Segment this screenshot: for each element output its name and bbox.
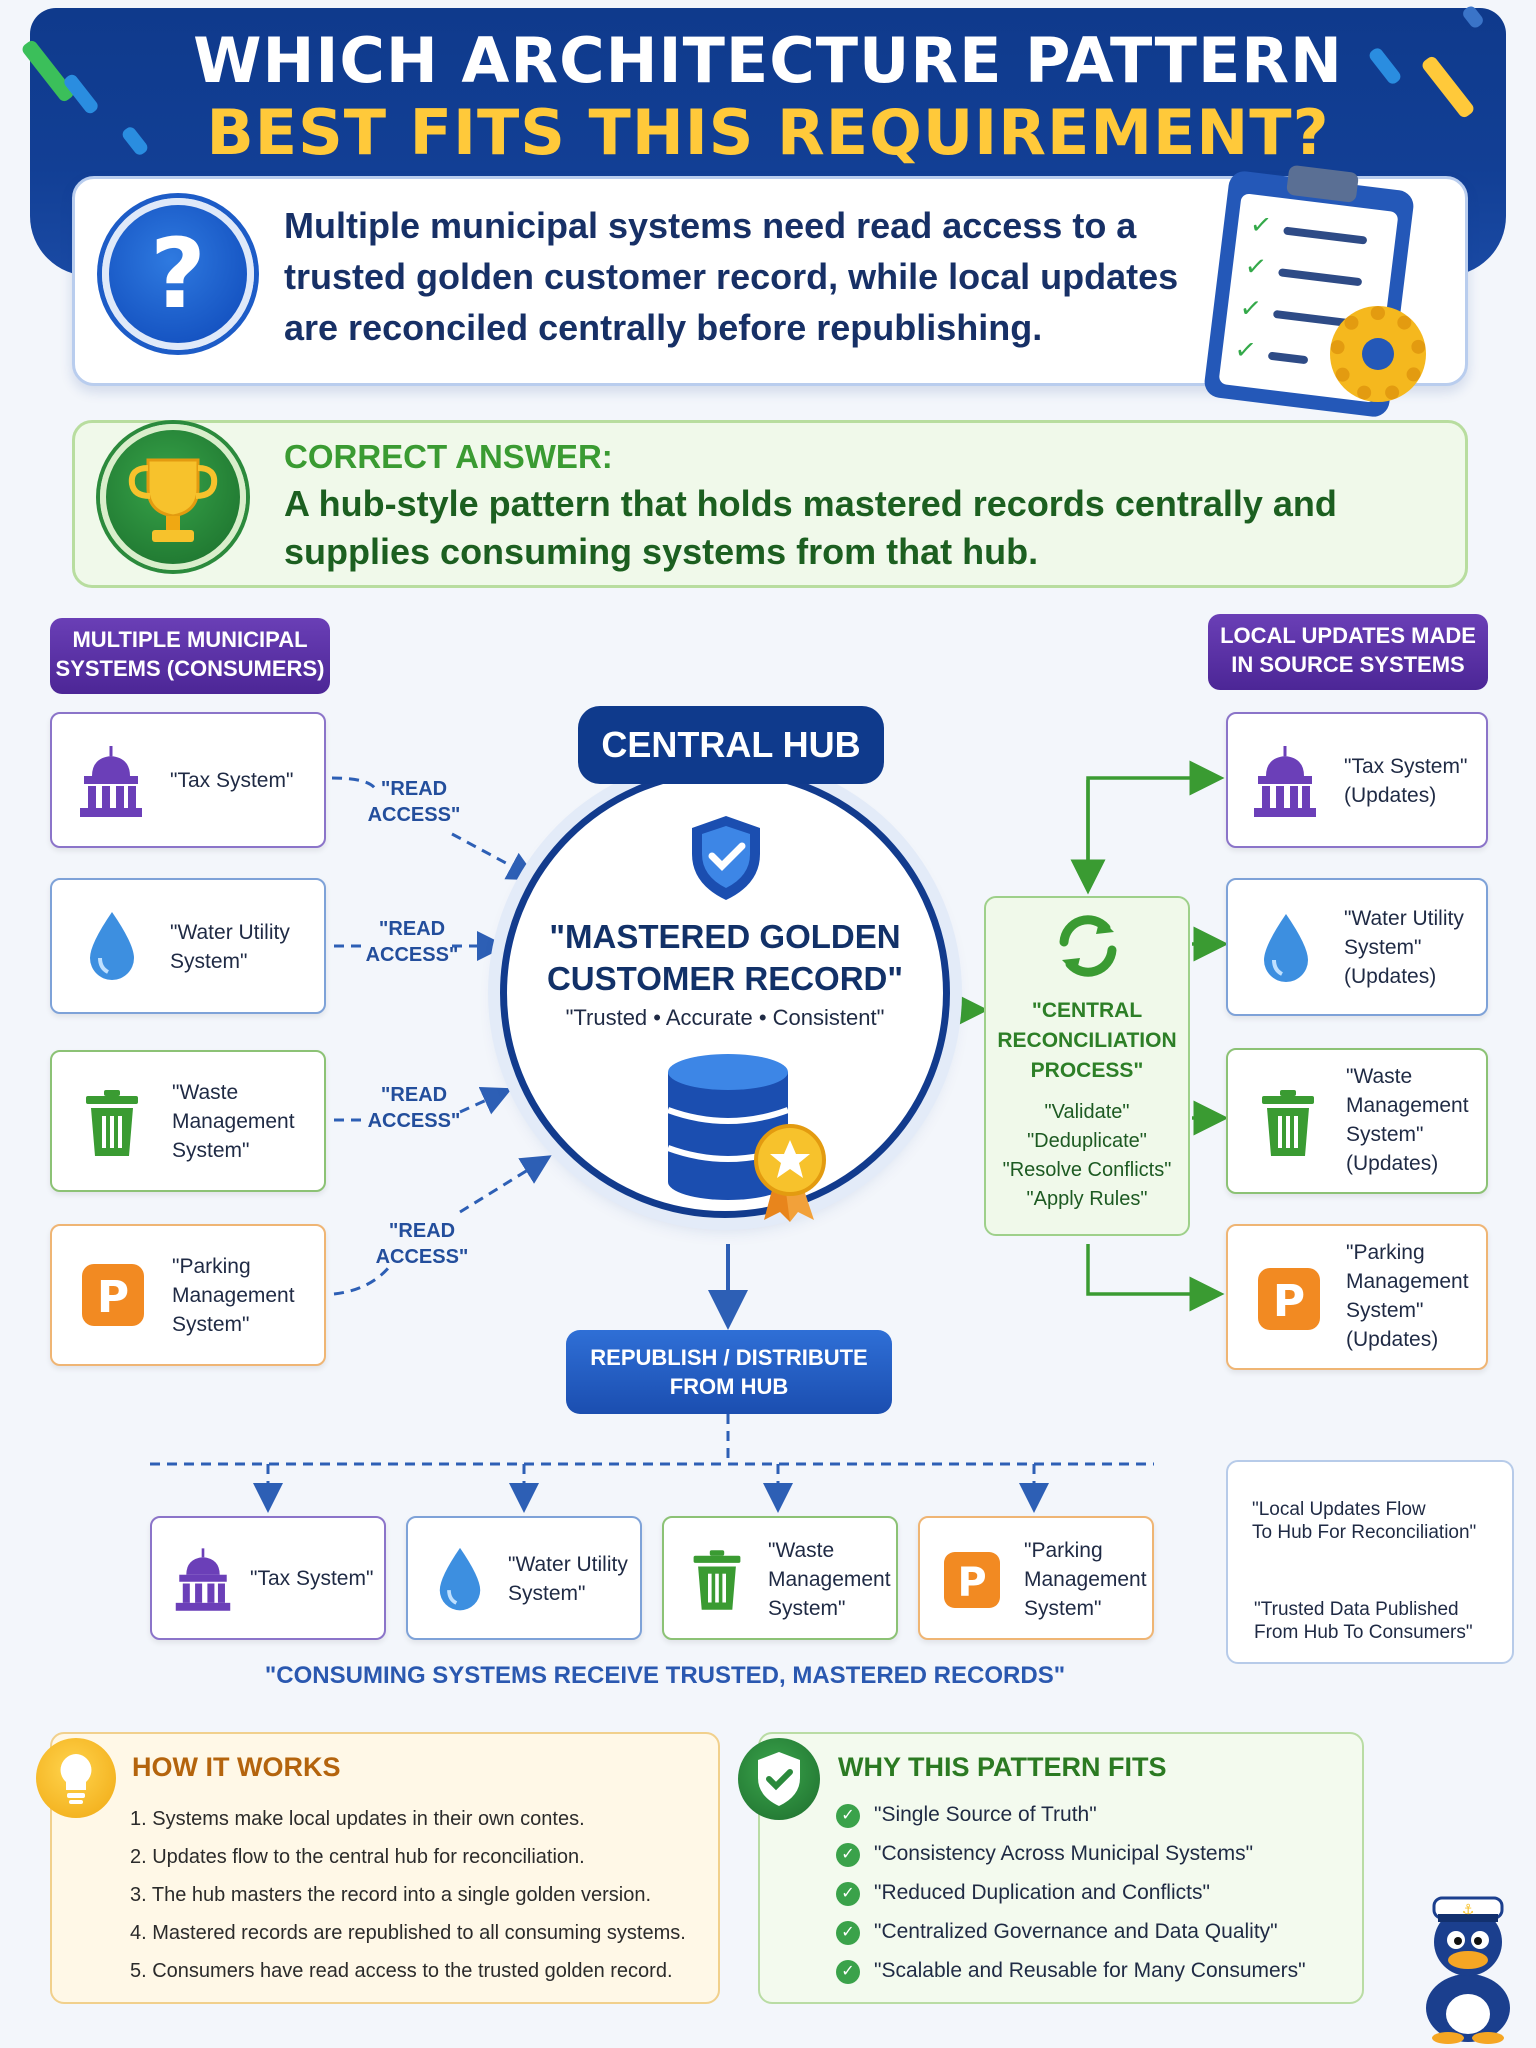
shield-check-icon [738, 1738, 820, 1820]
parking-icon: P [82, 1264, 144, 1326]
parking-icon: P [944, 1552, 1000, 1608]
answer-card [72, 420, 1468, 588]
how-it-works-heading: HOW IT WORKS [132, 1752, 341, 1782]
parking-icon: P [1258, 1268, 1320, 1330]
title-line-2: BEST FITS THIS REQUIREMENT? [206, 96, 1330, 169]
consumer-card-water: "Water Utility System" [50, 878, 326, 1014]
question-text: Multiple municipal systems need read acc… [284, 205, 1179, 348]
source-card-water: "Water Utility System" (Updates) [1226, 878, 1488, 1016]
source-label: "Tax System" (Updates) [1344, 755, 1468, 807]
water-drop-icon [439, 1547, 481, 1611]
svg-text:P: P [97, 1272, 129, 1323]
how-step: 4. Mastered records are republished to a… [130, 1922, 686, 1944]
consumer-label: "Water Utility System" [170, 921, 290, 973]
government-building-icon [175, 1548, 231, 1611]
consumer-label: "Parking Management System" [172, 1255, 295, 1336]
legend-solid-label: "Local Updates Flow To Hub For Reconcili… [1252, 1499, 1477, 1543]
source-card-tax: "Tax System" (Updates) [1226, 712, 1488, 848]
how-it-works-box [50, 1732, 720, 2004]
check-icon: ✓ [836, 1843, 860, 1867]
consumer-card-waste: "Waste Management System" [50, 1050, 326, 1192]
source-label: "Parking Management System" (Updates) [1346, 1241, 1469, 1351]
check-icon: ✓ [836, 1882, 860, 1906]
check-icon: ✓ [836, 1804, 860, 1828]
trash-bin-icon [1262, 1090, 1314, 1156]
legend-dashed-label: "Trusted Data Published From Hub To Cons… [1254, 1599, 1473, 1643]
distributed-label: "Tax System" [250, 1567, 374, 1590]
legend-box [1226, 1460, 1514, 1664]
answer-text: A hub-style pattern that holds mastered … [284, 483, 1337, 572]
why-item: "Consistency Across Municipal Systems" [874, 1842, 1254, 1865]
check-icon: ✓ [836, 1921, 860, 1945]
gear-center [1362, 338, 1394, 370]
svg-text:P: P [1273, 1276, 1305, 1327]
reconciliation-step: "Deduplicate" [1027, 1130, 1147, 1152]
reconciliation-step: "Validate" [1044, 1101, 1130, 1123]
why-item: "Single Source of Truth" [874, 1803, 1097, 1826]
svg-text:⚓: ⚓ [1462, 1902, 1475, 1918]
check-icon: ✓ [836, 1960, 860, 1984]
distributed-card-waste: "Waste Management System" [662, 1516, 898, 1640]
shield-check-icon [692, 816, 760, 900]
why-fits-box [758, 1732, 1364, 2004]
source-label: "Waste Management System" (Updates) [1346, 1065, 1469, 1175]
source-card-parking: P "Parking Management System" (Updates) [1226, 1224, 1488, 1370]
read-access-label: "READ ACCESS" [375, 1220, 469, 1268]
how-step: 3. The hub masters the record into a sin… [130, 1884, 652, 1906]
how-step: 5. Consumers have read access to the tru… [130, 1960, 673, 1982]
water-drop-icon [90, 912, 134, 980]
lightbulb-icon [36, 1738, 116, 1818]
why-fits-heading: WHY THIS PATTERN FITS [838, 1752, 1167, 1782]
trash-bin-icon [693, 1550, 741, 1610]
distributed-label: "Waste Management System" [768, 1539, 891, 1620]
consumers-tag: MULTIPLE MUNICIPAL SYSTEMS (CONSUMERS) [50, 618, 330, 694]
reconciliation-step: "Apply Rules" [1026, 1188, 1148, 1210]
government-building-icon [1254, 746, 1316, 817]
read-access-label: "READ ACCESS" [367, 1084, 461, 1132]
consumer-label: "Tax System" [170, 769, 294, 792]
reconciliation-title: "CENTRAL RECONCILIATION PROCESS" [997, 999, 1177, 1082]
how-step: 1. Systems make local updates in their o… [130, 1808, 585, 1830]
water-drop-icon [1264, 914, 1308, 982]
refresh-cycle-icon [1059, 915, 1117, 977]
hub-title: "MASTERED GOLDEN CUSTOMER RECORD" [546, 918, 904, 997]
consumer-card-parking: P "Parking Management System" [50, 1224, 326, 1366]
why-item: "Scalable and Reusable for Many Consumer… [874, 1959, 1306, 1982]
why-item: "Reduced Duplication and Conflicts" [874, 1881, 1210, 1904]
distributed-label: "Water Utility System" [508, 1553, 628, 1605]
hub-subtitle: "Trusted • Accurate • Consistent" [565, 1005, 885, 1030]
distributed-card-parking: P "Parking Management System" [918, 1516, 1154, 1640]
how-step: 2. Updates flow to the central hub for r… [130, 1846, 585, 1868]
trophy-icon [100, 424, 246, 570]
distributed-label: "Parking Management System" [1024, 1539, 1147, 1620]
reconciliation-box [984, 896, 1190, 1236]
updates-tag: LOCAL UPDATES MADE IN SOURCE SYSTEMS [1208, 614, 1488, 690]
distributed-card-water: "Water Utility System" [406, 1516, 642, 1640]
answer-heading: CORRECT ANSWER: [284, 438, 613, 475]
database-icon [666, 1054, 826, 1222]
central-hub-label: CENTRAL HUB [578, 706, 884, 784]
source-card-waste: "Waste Management System" (Updates) [1226, 1048, 1488, 1194]
consumer-label: "Waste Management System" [172, 1081, 295, 1162]
reconciliation-step: "Resolve Conflicts" [1002, 1159, 1172, 1181]
why-item: "Centralized Governance and Data Quality… [874, 1920, 1278, 1943]
consumer-card-tax: "Tax System" [50, 712, 326, 848]
consumers-caption: "CONSUMING SYSTEMS RECEIVE TRUSTED, MAST… [264, 1662, 1066, 1689]
trash-bin-icon [86, 1090, 138, 1156]
svg-text:P: P [957, 1559, 986, 1605]
republish-button: REPUBLISH / DISTRIBUTE FROM HUB [566, 1330, 892, 1414]
government-building-icon [80, 746, 142, 817]
title-line-1: WHICH ARCHITECTURE PATTERN [193, 24, 1343, 97]
read-access-label: "READ ACCESS" [367, 778, 461, 826]
question-mark-icon: ? [102, 198, 254, 350]
read-access-label: "READ ACCESS" [365, 918, 459, 966]
distributed-card-tax: "Tax System" [150, 1516, 386, 1640]
source-label: "Water Utility System" (Updates) [1344, 907, 1464, 988]
duck-mascot-icon: ⚓ [1426, 1896, 1510, 2044]
